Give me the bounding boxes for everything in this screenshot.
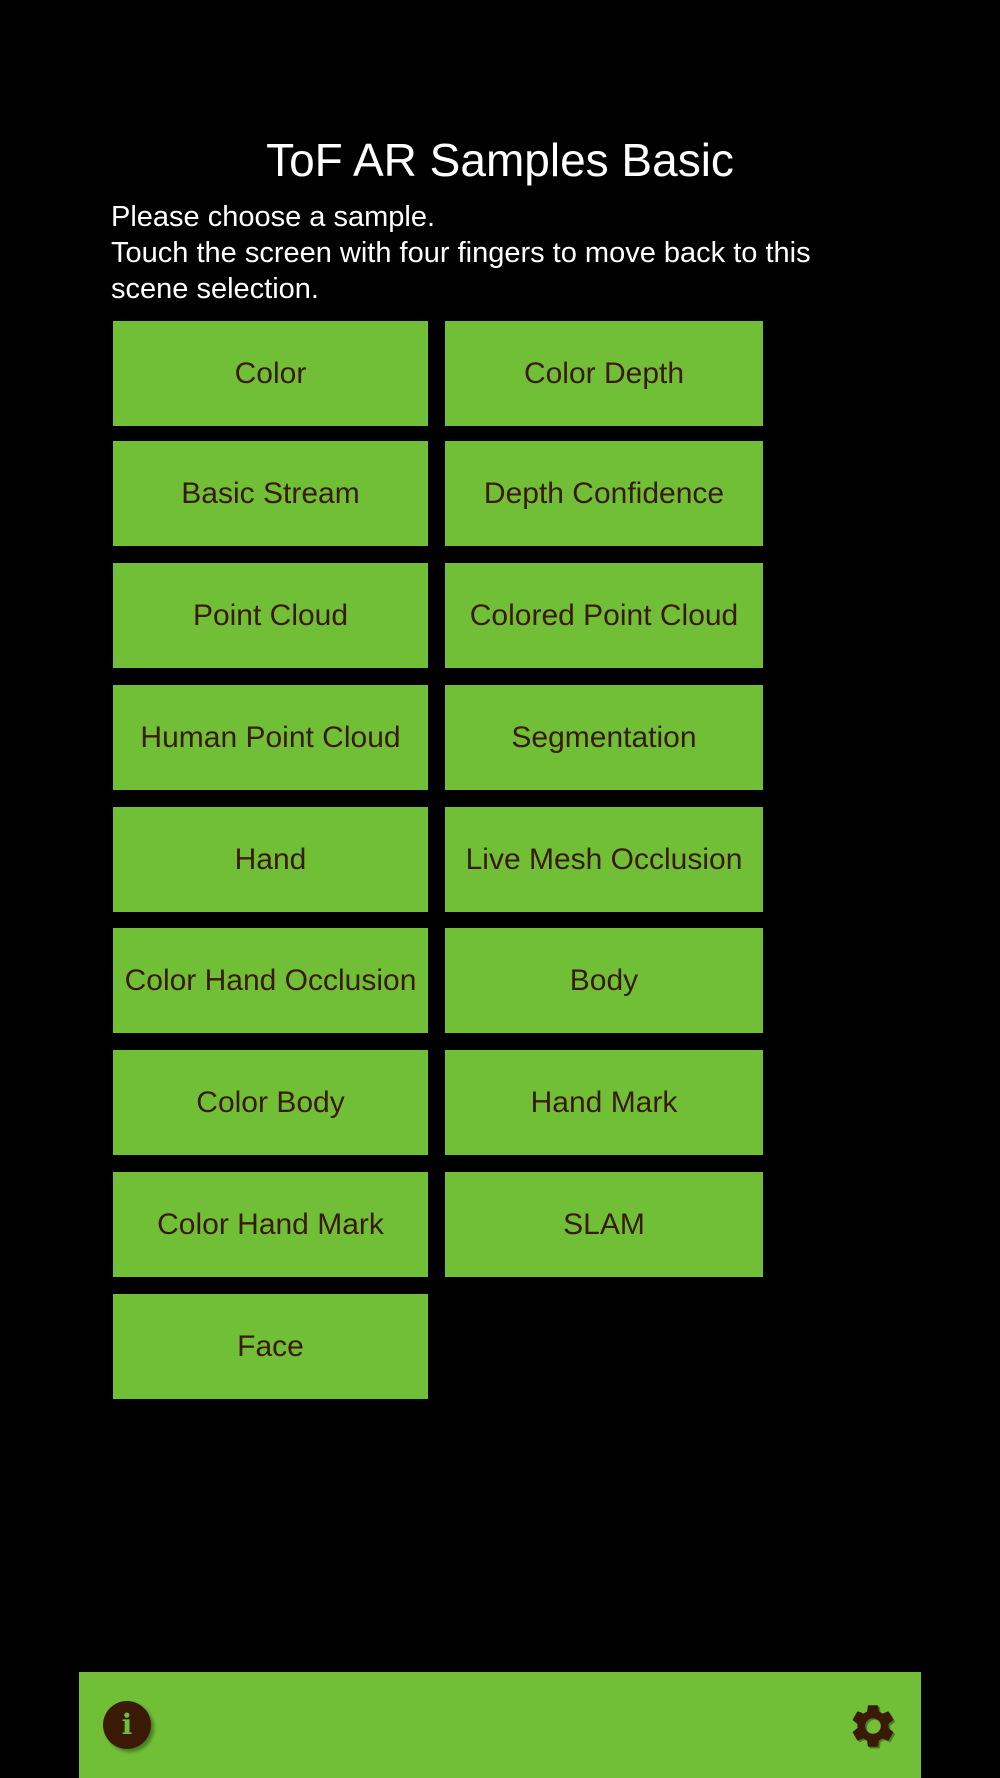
gear-icon[interactable] <box>847 1700 899 1752</box>
info-glyph: i <box>121 1708 133 1741</box>
instruction-line: Touch the screen with four fingers to mo… <box>111 237 811 269</box>
sample-button-color-depth[interactable]: Color Depth <box>445 321 763 426</box>
instruction-line: scene selection. <box>111 273 319 305</box>
sample-button-human-point-cloud[interactable]: Human Point Cloud <box>113 685 428 790</box>
page-title: ToF AR Samples Basic <box>266 134 734 186</box>
sample-button-face[interactable]: Face <box>113 1294 428 1399</box>
bottom-toolbar: i <box>79 1672 921 1778</box>
sample-button-live-mesh-occlusion[interactable]: Live Mesh Occlusion <box>445 807 763 912</box>
sample-button-depth-confidence[interactable]: Depth Confidence <box>445 441 763 546</box>
sample-button-color-hand-occlusion[interactable]: Color Hand Occlusion <box>113 928 428 1033</box>
sample-button-slam[interactable]: SLAM <box>445 1172 763 1277</box>
sample-button-color-hand-mark[interactable]: Color Hand Mark <box>113 1172 428 1277</box>
sample-button-hand[interactable]: Hand <box>113 807 428 912</box>
sample-button-body[interactable]: Body <box>445 928 763 1033</box>
instructions: Please choose a sample. Touch the screen… <box>111 199 911 307</box>
instruction-line: Please choose a sample. <box>111 201 436 233</box>
sample-button-color[interactable]: Color <box>113 321 428 426</box>
sample-button-segmentation[interactable]: Segmentation <box>445 685 763 790</box>
sample-button-hand-mark[interactable]: Hand Mark <box>445 1050 763 1155</box>
sample-button-basic-stream[interactable]: Basic Stream <box>113 441 428 546</box>
sample-button-color-body[interactable]: Color Body <box>113 1050 428 1155</box>
sample-button-colored-point-cloud[interactable]: Colored Point Cloud <box>445 563 763 668</box>
sample-button-point-cloud[interactable]: Point Cloud <box>113 563 428 668</box>
info-icon[interactable]: i <box>103 1701 151 1749</box>
